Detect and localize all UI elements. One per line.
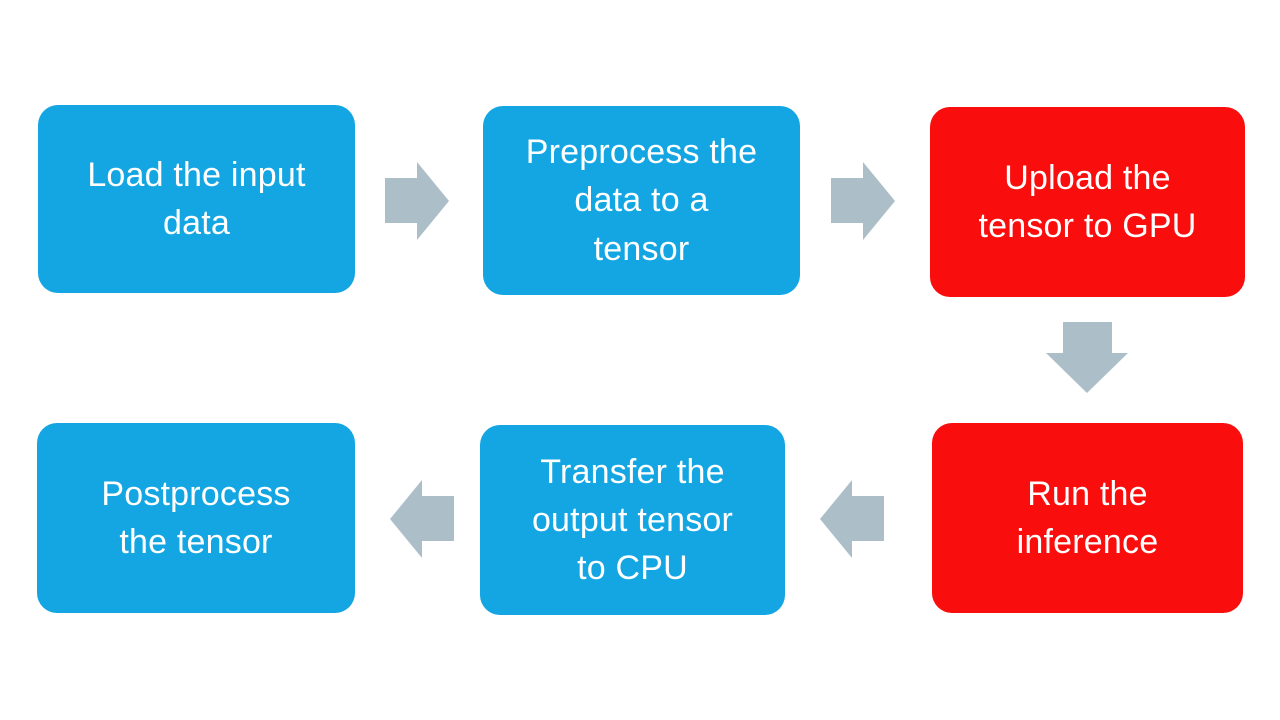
arrow-left-icon: [820, 480, 884, 558]
flow-node-postprocess-tensor: Postprocess the tensor: [37, 423, 355, 613]
arrow-left-icon: [390, 480, 454, 558]
flow-node-preprocess-data: Preprocess the data to a tensor: [483, 106, 800, 295]
flow-node-label: Load the input data: [87, 155, 306, 242]
flow-node-upload-tensor-gpu: Upload the tensor to GPU: [930, 107, 1245, 297]
arrow-right-icon: [831, 162, 895, 240]
flow-node-label: Preprocess the data to a tensor: [525, 133, 758, 268]
flow-node-transfer-output-cpu: Transfer the output tensor to CPU: [480, 425, 785, 615]
flow-node-load-input-data: Load the input data: [38, 105, 355, 293]
arrow-down-icon: [1046, 322, 1128, 393]
flow-node-label: Postprocess the tensor: [101, 474, 291, 561]
arrow-right-icon: [385, 162, 449, 240]
flow-node-label: Run the inference: [1016, 474, 1159, 561]
flow-node-label: Transfer the output tensor to CPU: [531, 452, 734, 588]
flow-node-label: Upload the tensor to GPU: [978, 158, 1197, 245]
flow-node-run-inference: Run the inference: [932, 423, 1243, 613]
